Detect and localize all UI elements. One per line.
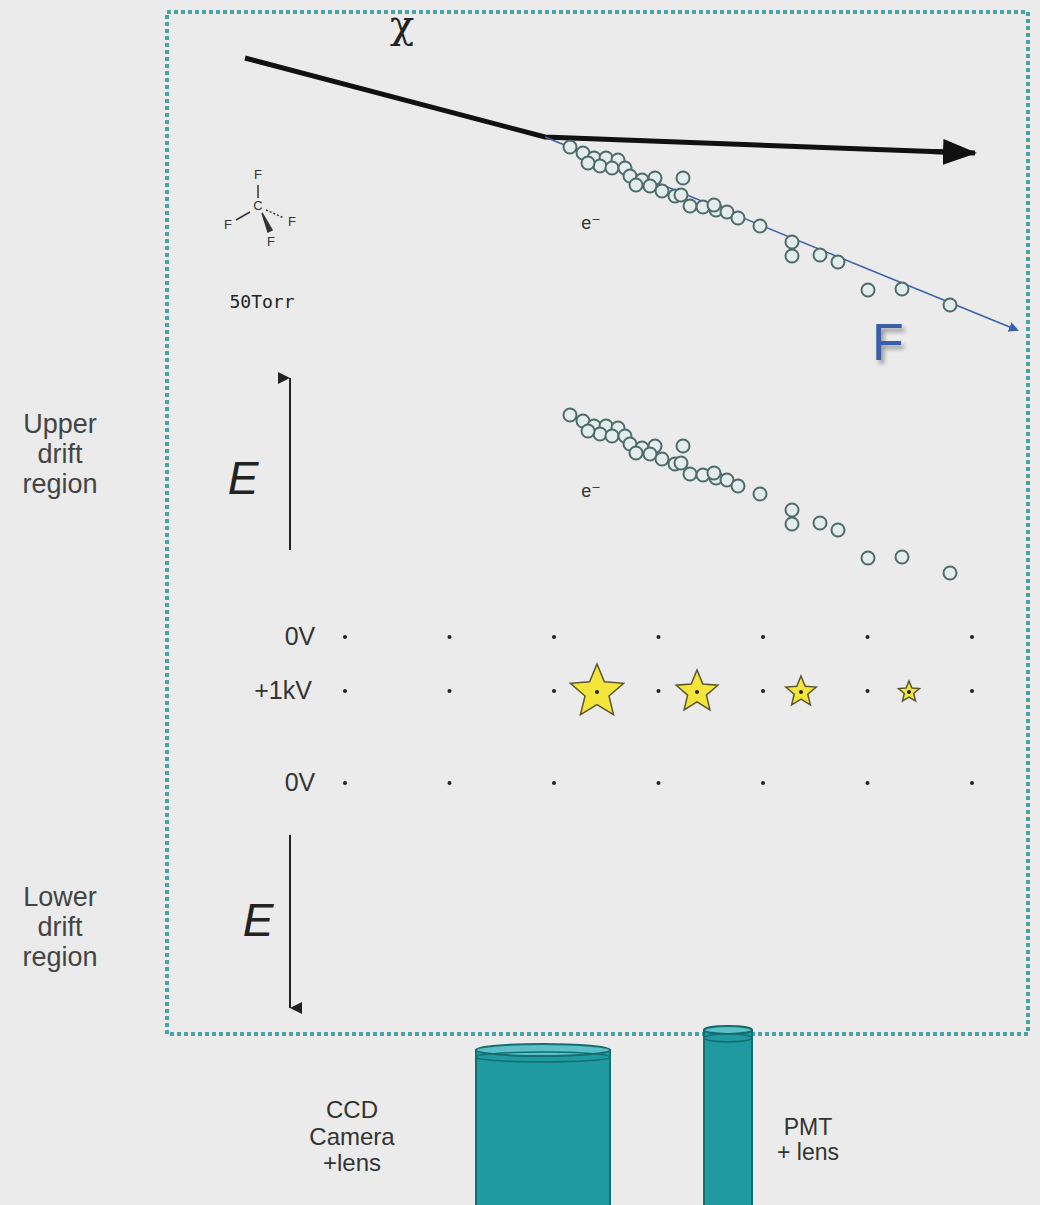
ccd-camera <box>476 1044 610 1205</box>
atom-label: F <box>254 168 262 182</box>
pmt-label: PMT + lens <box>776 1115 840 1166</box>
field-label: E <box>228 453 259 504</box>
scintillation-stars <box>570 664 919 715</box>
electron-cluster <box>564 141 957 312</box>
pmt <box>704 1026 752 1205</box>
region-label: Upper drift region <box>5 410 115 499</box>
field-label: E <box>243 895 274 946</box>
voltage-label: +1kV <box>254 677 312 705</box>
atom-label: F <box>267 235 275 249</box>
atom-label: F <box>288 215 296 229</box>
electron-label: e⁻ <box>581 214 601 234</box>
field-arrow <box>289 835 291 1008</box>
chamber-outline <box>167 12 1028 1034</box>
wimp-track <box>245 58 945 152</box>
symbol-chi: χ <box>390 2 414 46</box>
atom-label: C <box>253 199 262 213</box>
camera-label: CCD Camera +lens <box>302 1097 402 1176</box>
wimp-arrow <box>930 152 975 154</box>
wire-dots <box>343 635 974 785</box>
pressure-label: 50Torr <box>229 292 294 312</box>
recoil-track <box>545 137 1017 330</box>
region-label: Lower drift region <box>5 883 115 972</box>
electron-label: e⁻ <box>581 482 601 502</box>
voltage-label: 0V <box>285 769 316 797</box>
molecule-bonds <box>236 185 284 232</box>
recoil-label: F <box>872 314 904 371</box>
voltage-label: 0V <box>285 623 316 651</box>
field-arrow <box>289 378 291 550</box>
electron-cluster <box>564 409 957 580</box>
atom-label: F <box>224 218 232 232</box>
